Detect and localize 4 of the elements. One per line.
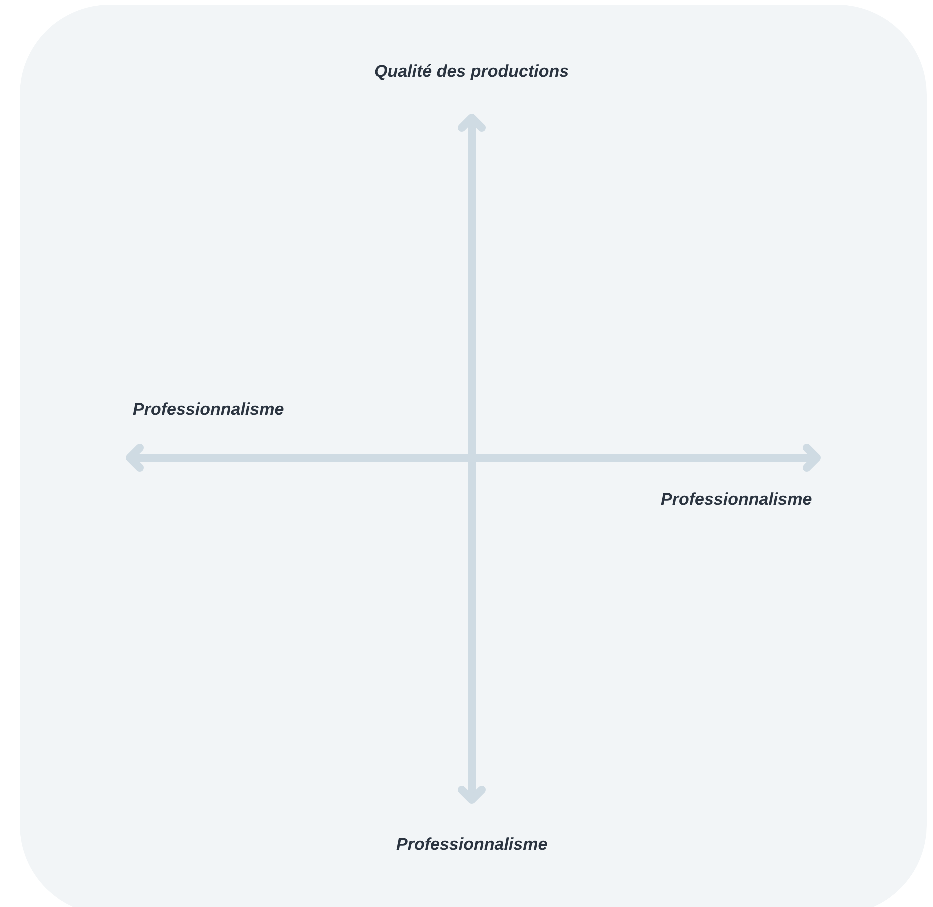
axis-label: Qualité des productions	[374, 62, 570, 82]
axis-label: Professionnalisme	[133, 400, 284, 420]
axis-label: Professionnalisme	[396, 835, 548, 855]
axis-label: Professionnalisme	[661, 490, 812, 510]
